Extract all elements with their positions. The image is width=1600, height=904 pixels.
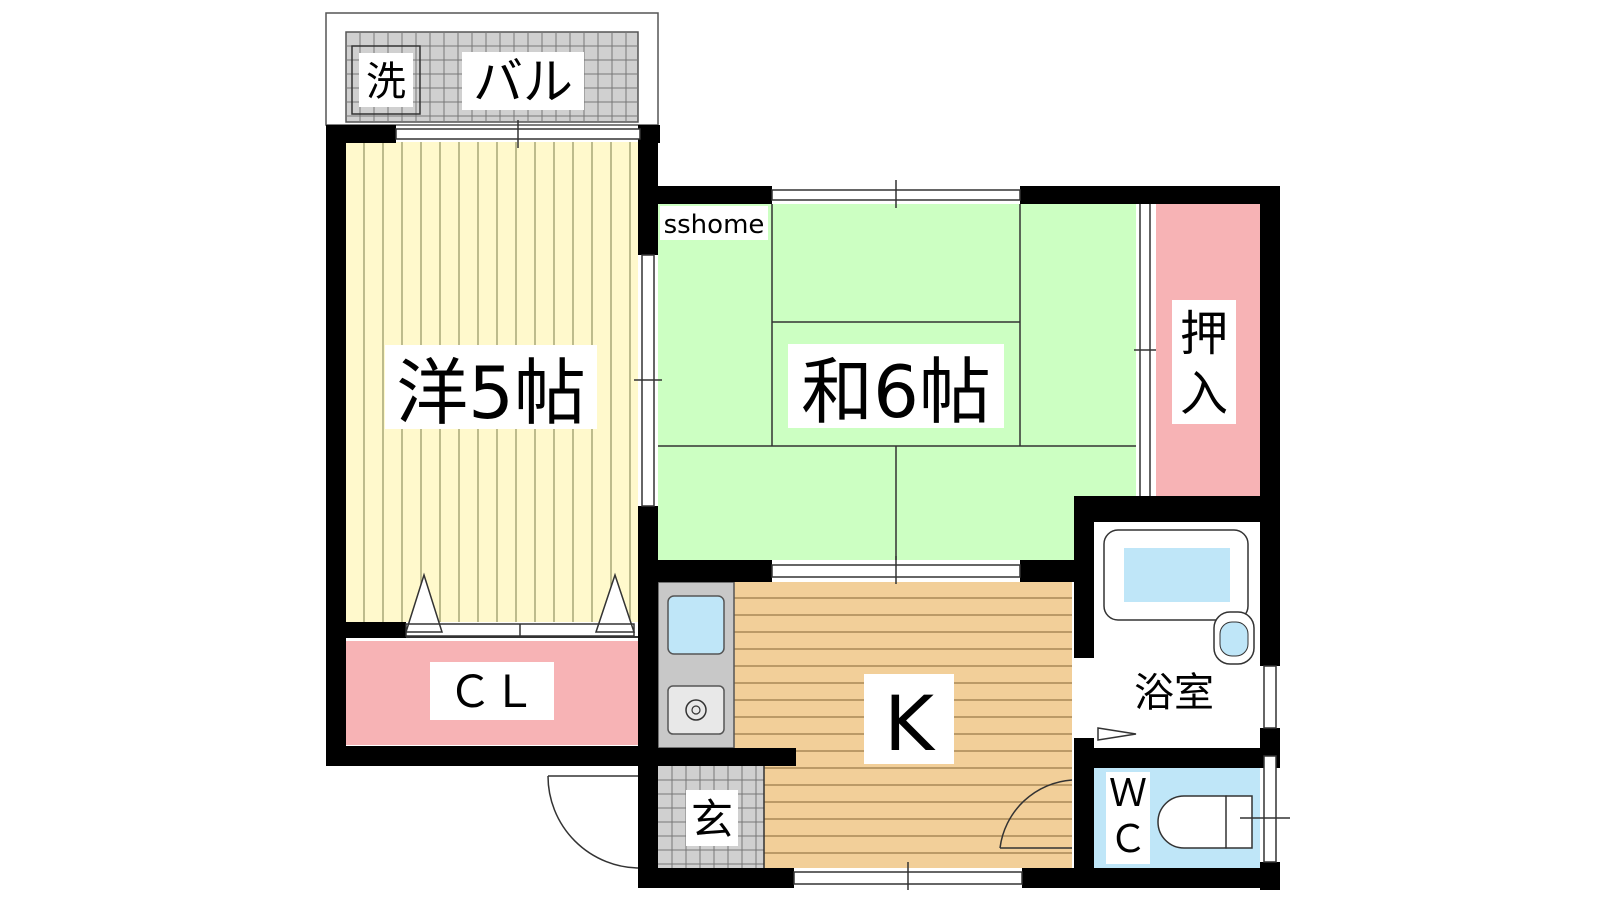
- balcony: 洗 バル: [325, 12, 659, 126]
- walls: [326, 125, 1280, 890]
- bath: 浴室: [1094, 522, 1260, 748]
- wc-window: [1263, 755, 1277, 863]
- closet-door-left: [404, 572, 444, 633]
- oshiire-label-bottom: 入: [1180, 366, 1228, 422]
- balcony-label-bg: [462, 52, 584, 110]
- western-label-bg: [385, 345, 597, 429]
- oshiire-label-top: 押: [1180, 306, 1228, 362]
- balcony-label: バル: [473, 53, 573, 111]
- kitchen-label: K: [884, 679, 936, 768]
- bath-window: [1263, 665, 1277, 729]
- closet: ＣＬ: [346, 636, 638, 745]
- wc-door-swing: [999, 779, 1073, 849]
- washer-label-bg: [359, 53, 413, 107]
- watermark-bg: [660, 206, 768, 240]
- tatami-lines: [658, 204, 1136, 560]
- oshiire-label-bg: [1172, 300, 1236, 424]
- washer-space: [351, 45, 421, 115]
- kitchen-label-bg: [864, 674, 954, 764]
- wc-label-bottom: Ｃ: [1109, 817, 1147, 861]
- oshiire: 押 入: [1134, 204, 1260, 496]
- bath-label-bg: [1124, 664, 1224, 716]
- wc-label-top: Ｗ: [1109, 771, 1147, 815]
- closet-label: ＣＬ: [448, 667, 536, 718]
- wc: Ｗ Ｃ: [999, 768, 1260, 868]
- wc-label-bg: [1106, 772, 1150, 864]
- kitchen-sink: [667, 595, 725, 655]
- western-room-label: 洋5帖: [396, 351, 586, 435]
- entrance-label-bg: [686, 790, 738, 846]
- bathtub-water: [1124, 548, 1230, 602]
- stove-burner-icon: [685, 699, 707, 721]
- bath-door: [1097, 727, 1137, 741]
- watermark: sshome: [664, 210, 765, 240]
- washer-label: 洗: [366, 59, 406, 105]
- japanese-room: sshome 和6帖: [658, 204, 1136, 560]
- japanese-room-label: 和6帖: [801, 350, 991, 434]
- entrance-label: 玄: [691, 795, 733, 844]
- windows: [395, 120, 1290, 890]
- bath-label: 浴室: [1134, 670, 1214, 716]
- japanese-label-bg: [788, 344, 1004, 428]
- closet-door-right: [594, 572, 636, 633]
- entrance-door-swing: [547, 775, 641, 869]
- toilet-tank: [1225, 795, 1253, 849]
- closet-label-bg: [430, 662, 554, 720]
- western-room: 洋5帖: [346, 142, 638, 633]
- stove: [667, 685, 725, 735]
